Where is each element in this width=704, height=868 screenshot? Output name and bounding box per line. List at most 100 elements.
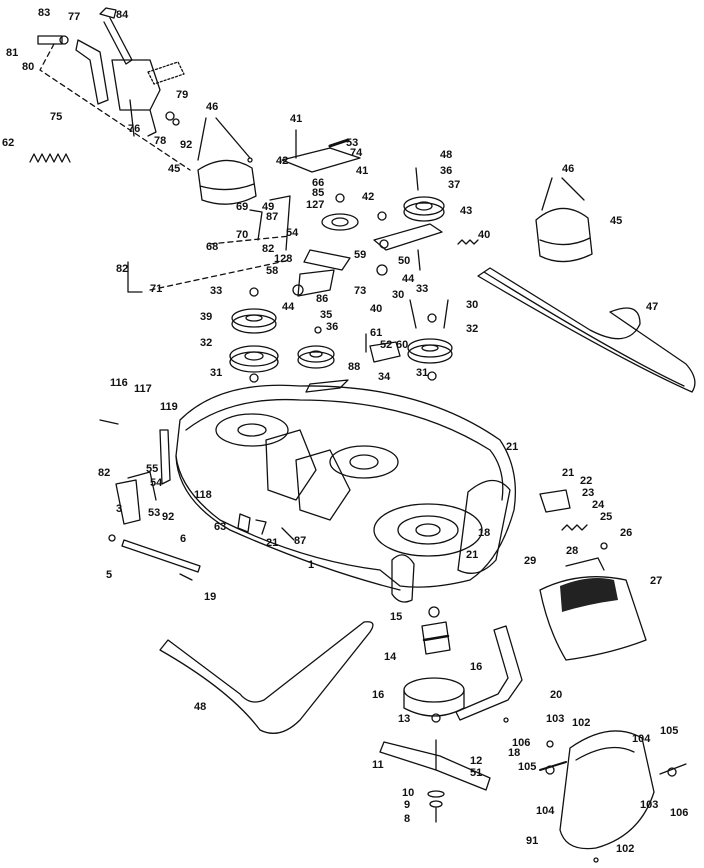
lift-linkage-assembly — [37, 7, 191, 171]
callout-label: 87 — [266, 211, 279, 223]
callout-label: 63 — [214, 521, 227, 533]
mower-deck-housing — [175, 384, 517, 603]
callout-label: 82 — [116, 263, 129, 275]
callout-label: 105 — [660, 725, 679, 737]
callout-label: 22 — [580, 475, 593, 487]
callout-label: 45 — [168, 163, 181, 175]
callout-label: 127 — [306, 199, 325, 211]
callout-label: 39 — [200, 311, 213, 323]
callout-label: 48 — [440, 149, 453, 161]
callout-label: 54 — [150, 477, 163, 489]
callout-label: 69 — [236, 201, 249, 213]
callout-label: 31 — [210, 367, 223, 379]
callout-label: 44 — [402, 273, 415, 285]
callout-label: 27 — [650, 575, 663, 587]
callout-label: 83 — [38, 7, 51, 19]
callout-label: 74 — [350, 147, 363, 159]
callout-label: 25 — [600, 511, 613, 523]
mower-blade — [379, 739, 491, 823]
callout-label: 23 — [582, 487, 595, 499]
callout-label: 32 — [200, 337, 213, 349]
callout-label: 15 — [390, 611, 403, 623]
callout-label: 10 — [402, 787, 415, 799]
callout-label: 106 — [670, 807, 689, 819]
front-deck-hanger-assembly — [99, 419, 201, 581]
callout-label: 13 — [398, 713, 411, 725]
callout-label: 12 — [470, 755, 483, 767]
callout-label: 77 — [68, 11, 81, 23]
callout-label: 92 — [180, 139, 193, 151]
callout-label: 43 — [460, 205, 473, 217]
callout-label: 106 — [512, 737, 531, 749]
deck-drive-belt — [477, 267, 696, 393]
callout-label: 5 — [106, 569, 113, 581]
spring-62 — [29, 153, 71, 163]
callout-label: 24 — [592, 499, 605, 511]
callout-label: 16 — [372, 689, 385, 701]
callout-label: 91 — [526, 835, 539, 847]
chute-mount-bracket — [455, 625, 523, 723]
callout-label: 11 — [372, 759, 384, 771]
callout-label: 21 — [562, 467, 575, 479]
callout-label: 26 — [620, 527, 633, 539]
callout-label: 33 — [416, 283, 429, 295]
callout-label: 48 — [194, 701, 207, 713]
pulley-cover-right — [535, 177, 593, 263]
callout-label: 36 — [440, 165, 453, 177]
callout-label: 92 — [162, 511, 175, 523]
callout-label: 40 — [478, 229, 491, 241]
callout-label: 62 — [2, 137, 15, 149]
callout-label: 52 — [380, 339, 393, 351]
lower-deck-belt — [159, 621, 374, 734]
callout-label: 46 — [206, 101, 219, 113]
pulley-stack-right — [365, 299, 453, 381]
callout-label: 14 — [384, 651, 397, 663]
callout-label: 55 — [146, 463, 159, 475]
callout-label: 103 — [546, 713, 565, 725]
callout-label: 41 — [356, 165, 369, 177]
pulley-center — [297, 326, 349, 393]
callout-label: 36 — [326, 321, 339, 333]
blade-spindle-assembly — [403, 606, 465, 723]
callout-label: 47 — [646, 301, 659, 313]
callout-label: 42 — [362, 191, 375, 203]
callout-label: 34 — [378, 371, 391, 383]
pulley-cover-left — [197, 117, 257, 205]
callout-label: 80 — [22, 61, 35, 73]
callout-label: 60 — [396, 339, 409, 351]
pulley-stack-left — [229, 287, 279, 383]
callout-label: 30 — [466, 299, 479, 311]
callout-label: 42 — [276, 155, 289, 167]
callout-label: 37 — [448, 179, 461, 191]
callout-label: 103 — [640, 799, 659, 811]
callout-label: 78 — [154, 135, 167, 147]
callout-label: 21 — [506, 441, 519, 453]
callout-label: 21 — [466, 549, 479, 561]
callout-label: 86 — [316, 293, 329, 305]
callout-label: 33 — [210, 285, 223, 297]
callout-label: 119 — [160, 401, 178, 413]
callout-label: 28 — [566, 545, 579, 557]
callout-label: 59 — [354, 249, 367, 261]
callout-label: 53 — [148, 507, 161, 519]
callout-label: 19 — [204, 591, 217, 603]
deck-mounting-hardware — [237, 513, 295, 541]
idler-arm-assembly — [127, 129, 361, 297]
callout-label: 117 — [134, 383, 152, 395]
callout-label: 8 — [404, 813, 411, 825]
callout-label: 79 — [176, 89, 189, 101]
callout-label: 82 — [262, 243, 275, 255]
callout-label: 3 — [116, 503, 123, 515]
callout-label: 102 — [616, 843, 635, 855]
callout-label: 51 — [470, 767, 483, 779]
callout-label: 21 — [266, 537, 279, 549]
callout-label: 35 — [320, 309, 333, 321]
callout-label: 104 — [632, 733, 651, 745]
callout-label: 30 — [392, 289, 405, 301]
callout-label: 128 — [274, 253, 293, 265]
callout-label: 87 — [294, 535, 307, 547]
callout-label: 6 — [180, 533, 187, 545]
callout-label: 1 — [308, 559, 315, 571]
callout-label: 58 — [266, 265, 279, 277]
